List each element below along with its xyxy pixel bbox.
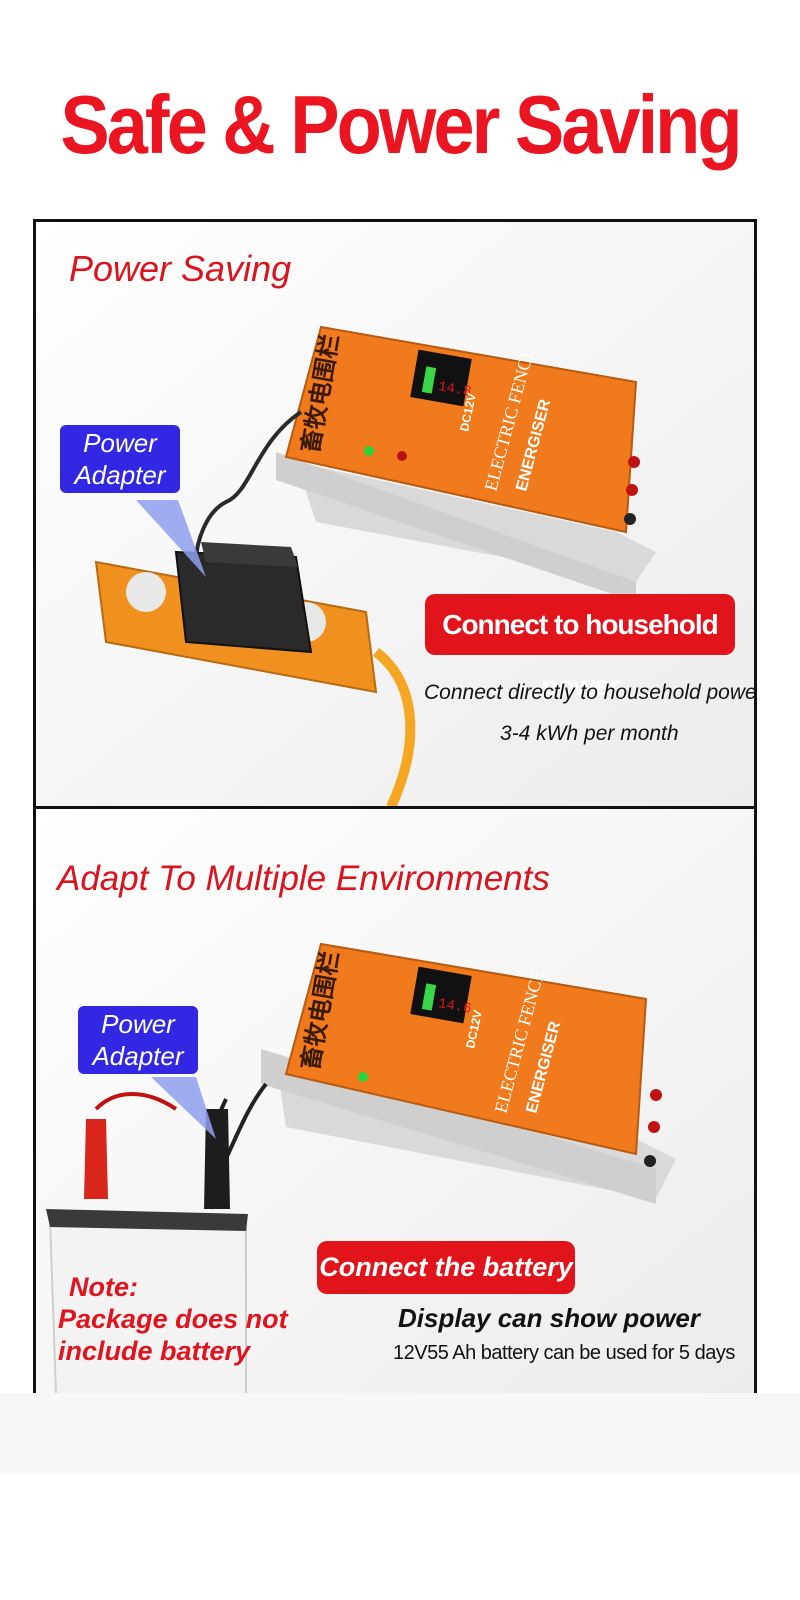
battery-note-line-1: Package does not bbox=[58, 1304, 288, 1334]
battery-caption-1: Display can show power bbox=[398, 1303, 700, 1333]
power-saving-title: Power Saving bbox=[69, 248, 292, 289]
tag-line-1: Power bbox=[101, 1009, 175, 1039]
battery-photo: 14.6 畜牧电围栏 ELECTRIC FENCE ENERGISER DC12… bbox=[36, 809, 754, 1393]
battery-badge: Connect the battery bbox=[317, 1241, 575, 1294]
power-saving-panel: 14.8 畜牧电围栏 ELECTRIC FENCE ENERGISER DC12… bbox=[33, 219, 757, 810]
household-power-badge: Connect to household power bbox=[425, 594, 735, 701]
page-headline: Safe & Power Saving bbox=[60, 78, 742, 171]
environments-panel: 14.6 畜牧电围栏 ELECTRIC FENCE ENERGISER DC12… bbox=[33, 806, 757, 1396]
car-battery bbox=[46, 1209, 248, 1393]
power-adapter-tag: Power Adapter bbox=[78, 1006, 198, 1074]
device-display-value: 14.6 bbox=[437, 996, 473, 1018]
environments-title: Adapt To Multiple Environments bbox=[57, 859, 550, 898]
energiser-device: 14.6 畜牧电围栏 ELECTRIC FENCE ENERGISER DC12… bbox=[261, 942, 676, 1204]
battery-note-line-2: include battery bbox=[58, 1336, 251, 1366]
power-adapter-tag: Power Adapter bbox=[60, 425, 180, 493]
device-display-value: 14.8 bbox=[437, 379, 473, 401]
tag-line-2: Adapter bbox=[92, 1041, 184, 1071]
power-adapter-device bbox=[174, 542, 313, 654]
tag-line-2: Adapter bbox=[74, 460, 166, 490]
household-caption-1: Connect directly to household power bbox=[424, 681, 757, 704]
tag-line-1: Power bbox=[83, 428, 157, 458]
battery-note-title: Note: bbox=[69, 1272, 138, 1302]
footer-band bbox=[0, 1393, 800, 1473]
household-power-photo: 14.8 畜牧电围栏 ELECTRIC FENCE ENERGISER DC12… bbox=[36, 222, 754, 807]
battery-caption-2: 12V55 Ah battery can be used for 5 days bbox=[393, 1342, 735, 1364]
household-caption-2: 3-4 kWh per month bbox=[500, 722, 679, 745]
